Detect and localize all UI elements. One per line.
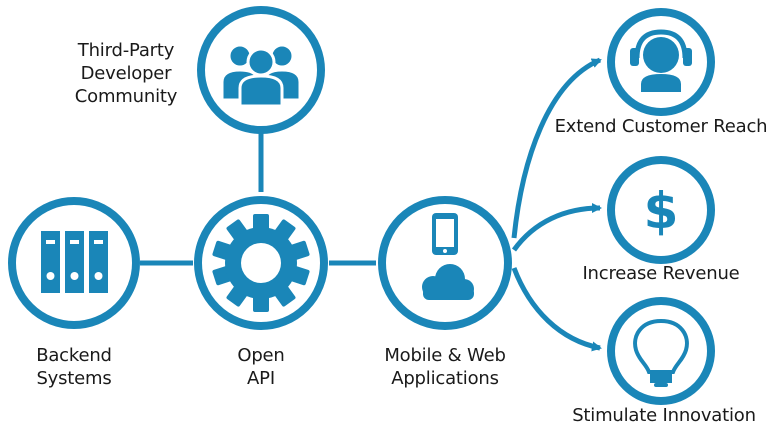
phone-cloud-icon bbox=[422, 213, 474, 300]
backend-systems-label: Backend Systems bbox=[36, 345, 112, 389]
lightbulb-icon bbox=[633, 318, 689, 387]
svg-text:$: $ bbox=[644, 182, 679, 240]
headset-person-icon bbox=[630, 29, 692, 92]
arrow-to-innovation bbox=[511, 267, 602, 352]
open-api-label: Open API bbox=[237, 345, 285, 389]
dollar-icon: $ bbox=[644, 182, 679, 240]
customer-reach-label: Extend Customer Reach bbox=[554, 116, 768, 137]
arrow-to-customer-reach bbox=[511, 57, 602, 239]
mobile-web-apps-label: Mobile & Web Applications bbox=[384, 345, 506, 389]
node-revenue bbox=[607, 156, 715, 264]
arrow-to-revenue bbox=[511, 203, 602, 252]
node-mobile-web-apps bbox=[378, 196, 512, 330]
developer-community-label: Third-Party Developer Community bbox=[74, 40, 178, 107]
binders-icon bbox=[41, 231, 108, 293]
people-group-icon bbox=[220, 43, 302, 108]
innovation-label: Stimulate Innovation bbox=[572, 405, 756, 426]
gear-icon bbox=[212, 214, 310, 312]
revenue-label: Increase Revenue bbox=[582, 263, 740, 284]
node-innovation bbox=[607, 297, 715, 405]
